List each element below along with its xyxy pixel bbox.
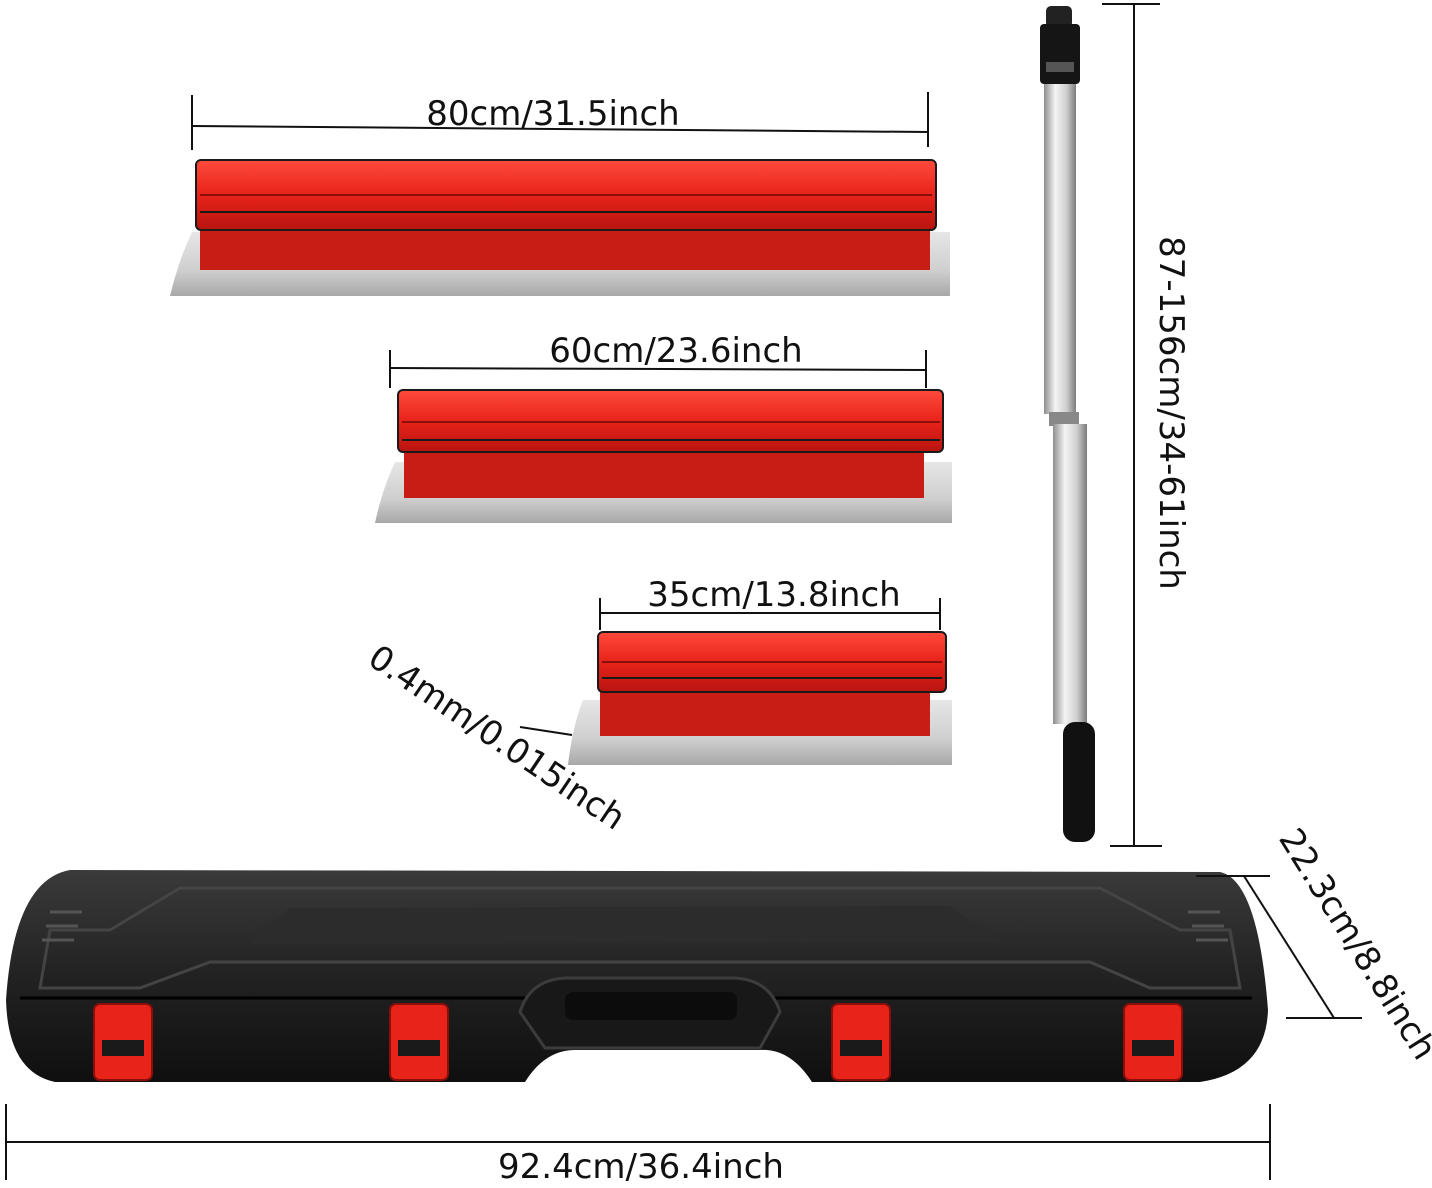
pole-grip [1063, 722, 1095, 842]
pole-top-cap [1046, 6, 1072, 28]
dimension-case-length: 92.4cm/36.4inch [5, 1104, 1271, 1187]
skimming-blade-80cm [170, 159, 950, 296]
case-body [6, 870, 1268, 1082]
latch-icon [1123, 1003, 1183, 1081]
dimension-pole: 87-156cm/34-61inch [1102, 3, 1191, 847]
skimming-blade-60cm [375, 389, 952, 523]
case-lid-relief [38, 886, 1242, 990]
pole-lower-section [1053, 424, 1087, 724]
latch-icon [831, 1003, 891, 1081]
telescopic-extension-pole [1040, 6, 1095, 842]
blade-35-fin [600, 690, 930, 736]
case-depth-label: 22.3cm/8.8inch [1270, 822, 1432, 1067]
case-length-label: 92.4cm/36.4inch [498, 1147, 784, 1187]
blade-60-label: 60cm/23.6inch [549, 331, 802, 371]
blade-35-label: 35cm/13.8inch [647, 575, 900, 615]
dimension-35cm: 35cm/13.8inch [599, 575, 941, 630]
pole-joint-clamp [1049, 412, 1079, 426]
dimension-60cm: 60cm/23.6inch [389, 331, 927, 388]
skimming-blade-35cm [568, 631, 952, 765]
pole-upper-section [1044, 84, 1076, 414]
latch-icon [93, 1003, 153, 1081]
pole-length-label: 87-156cm/34-61inch [1151, 236, 1191, 590]
carry-case [6, 870, 1268, 1082]
dimension-80cm: 80cm/31.5inch [191, 92, 929, 150]
handle-icon [518, 976, 782, 1050]
latch-icon [389, 1003, 449, 1081]
blade-80-label: 80cm/31.5inch [426, 94, 679, 134]
pole-top-clamp [1040, 24, 1080, 84]
blade-60-fin [404, 452, 924, 498]
